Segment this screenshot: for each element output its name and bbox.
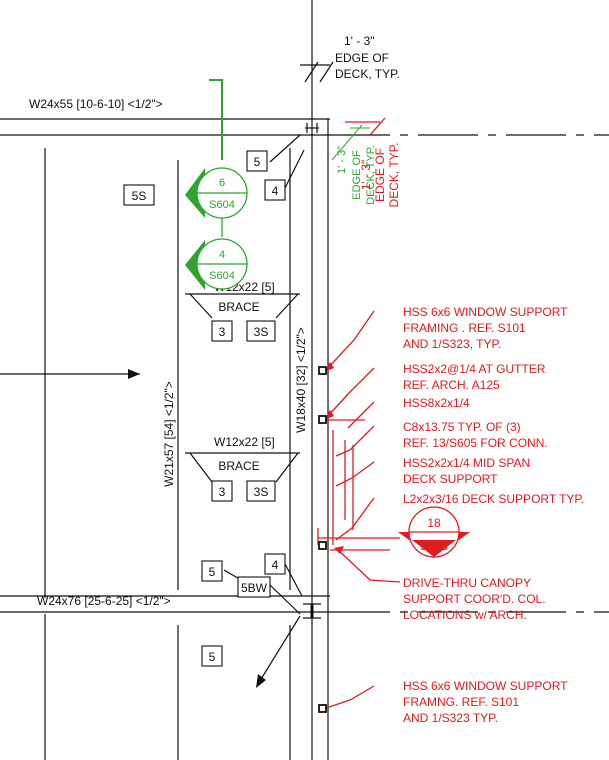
red-section-marker (398, 506, 470, 558)
green-deck-line2: DECK, TYP. (365, 145, 377, 205)
column-markers (318, 366, 327, 713)
red-note-2-line-2: REF. ARCH. A125 (403, 378, 500, 392)
red-note-7-line-1: DRIVE-THRU CANOPY (403, 576, 531, 590)
brace-2-right-tag: 3S (254, 485, 269, 499)
red-note-8-line-3: AND 1/S323 TYP. (403, 711, 498, 725)
tag-boxes (123, 150, 286, 667)
brace-1-right-tag: 3S (254, 325, 269, 339)
deck-note-line2: DECK, TYP. (335, 67, 400, 81)
red-note-8-line-2: FRAMNG. REF. S101 (403, 695, 519, 709)
red-note-6-line-1: L2x2x3/16 DECK SUPPORT TYP. (403, 492, 584, 506)
deck-dimension: 1' - 3" (344, 34, 375, 48)
red-section-num: 18 (427, 516, 441, 530)
red-markup-lines (317, 117, 401, 709)
tag-5s: 5S (132, 189, 147, 203)
red-note-5-line-2: DECK SUPPORT (403, 472, 498, 486)
green-section-2-sheet: S604 (209, 270, 235, 282)
red-note-1-line-2: FRAMING . REF. S101 (403, 321, 526, 335)
deck-note-line1: EDGE OF (335, 51, 389, 65)
green-section-2-num: 4 (219, 249, 225, 261)
green-section-1-num: 6 (219, 177, 225, 189)
red-note-1-line-3: AND 1/S323, TYP. (403, 337, 501, 351)
red-note-7-line-2: SUPPORT COOR'D. COL. (403, 592, 546, 606)
bottom-beam-label: W24x76 [25-6-25] <1/2"> (37, 594, 171, 608)
brace-1-label: BRACE (218, 300, 259, 314)
red-deck-dimension: 1' - 3" (359, 160, 373, 191)
red-note-5-line-1: HSS2x2x1/4 MID SPAN (403, 456, 530, 470)
tag-5-bottom: 5 (209, 650, 216, 664)
brace-2-left-tag: 3 (219, 485, 226, 499)
red-note-8-line-1: HSS 6x6 WINDOW SUPPORT (403, 679, 568, 693)
red-note-2-line-1: HSS2x2@1/4 AT GUTTER (403, 362, 546, 376)
green-section-markers (185, 79, 370, 290)
arrow-head-right (128, 369, 140, 379)
red-note-1-line-1: HSS 6x6 WINDOW SUPPORT (403, 305, 568, 319)
tag-5-low: 5 (209, 565, 216, 579)
brace-1-left-tag: 3 (219, 325, 226, 339)
red-deck-line1: EDGE OF (373, 148, 387, 202)
brace-beam-2-label: W12x22 [5] (214, 435, 275, 449)
tag-5bw: 5BW (241, 581, 268, 595)
red-deck-line2: DECK, TYP. (387, 143, 401, 208)
arrow-head-down (256, 674, 266, 688)
tag-4-top: 4 (272, 184, 279, 198)
red-section-sheet: S605 (420, 539, 448, 553)
top-beam-label: W24x55 [10-6-10] <1/2"> (29, 97, 163, 111)
left-vertical-beam-label: W21x57 [54] <1/2"> (162, 381, 176, 487)
brace-2-label: BRACE (218, 459, 259, 473)
green-deck-line1: EDGE OF (351, 150, 363, 200)
green-section-1-sheet: S604 (209, 199, 235, 211)
right-vertical-beam-label: W18x40 [32] <1/2"> (294, 327, 308, 433)
red-note-4-line-2: REF. 13/S605 FOR CONN. (403, 436, 548, 450)
red-note-3-line-1: HSS8x2x1/4 (403, 396, 470, 410)
red-note-7-line-3: LOCATIONS w/ ARCH. (403, 608, 527, 622)
tag-5-top: 5 (254, 155, 261, 169)
red-arrowheads (324, 362, 344, 554)
red-note-4-line-1: C8x13.75 TYP. OF (3) (403, 420, 521, 434)
green-deck-dimension: 1' - 3" (336, 146, 348, 174)
tag-4-low: 4 (272, 558, 279, 572)
